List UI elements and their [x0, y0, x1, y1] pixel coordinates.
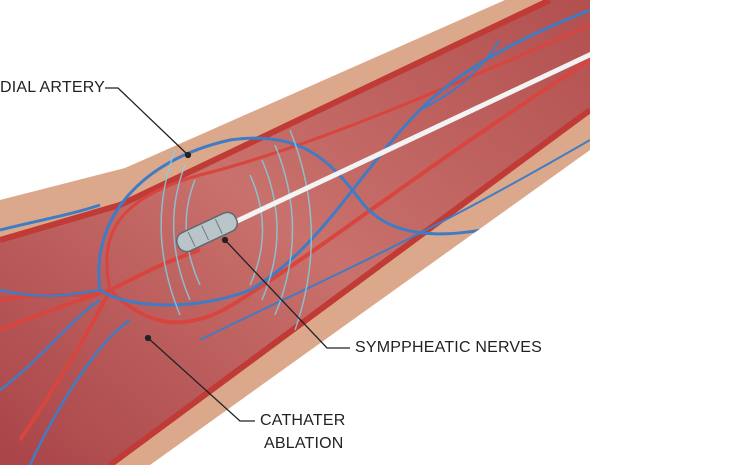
leader-catheter-ablation [147, 337, 255, 422]
vessel-wall-bottom [108, 107, 590, 465]
catheter [233, 47, 590, 225]
vessel-lumen [0, 0, 590, 465]
label-catheter-line1: CATHATER [260, 412, 346, 429]
leader-radial-artery [105, 87, 189, 156]
leader-sympathetic-nerves [224, 239, 350, 349]
leader-lines [105, 87, 350, 422]
label-radial-artery: DIAL ARTERY [0, 79, 106, 96]
label-sympathetic-nerves: SYMPPHEATIC NERVES [355, 339, 543, 356]
label-catheter-line2: ABLATION [264, 435, 344, 452]
ablation-electrode [175, 211, 239, 253]
